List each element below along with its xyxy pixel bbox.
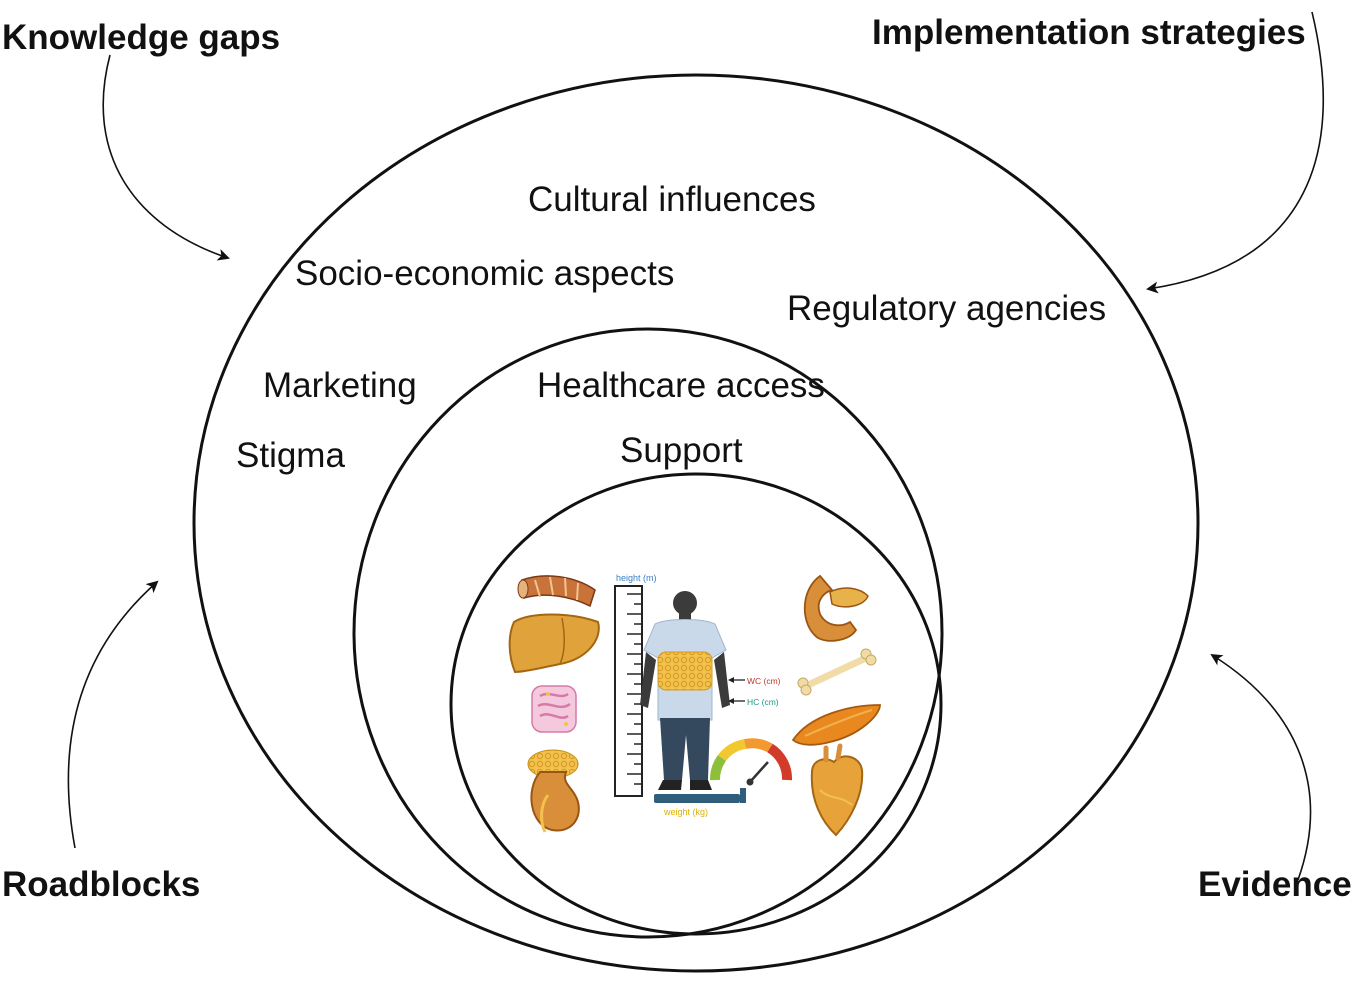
weight-label: weight (kg) (663, 807, 708, 817)
intestine-icon (531, 685, 577, 733)
arrow-implementation-strategies (1146, 11, 1325, 294)
muscle-icon (791, 704, 881, 746)
label-support: Support (620, 431, 743, 470)
person-silhouette (640, 591, 730, 790)
ruler-ticks (627, 593, 642, 785)
label-stigma: Stigma (236, 436, 345, 475)
bone-icon (797, 648, 877, 696)
hc-label: HC (cm) (747, 697, 779, 707)
label-cultural-influences: Cultural influences (528, 180, 816, 219)
height-label: height (m) (616, 573, 657, 583)
label-regulatory-agencies: Regulatory agencies (787, 289, 1107, 328)
kidney-icon (527, 749, 580, 833)
inner-ring (449, 472, 943, 936)
label-roadblocks: Roadblocks (2, 865, 201, 904)
outer-ring (192, 73, 1200, 973)
label-knowledge-gaps: Knowledge gaps (2, 18, 281, 57)
label-socio-economic-aspects: Socio-economic aspects (295, 254, 675, 293)
arrow-roadblocks (67, 580, 159, 849)
height-ruler (614, 585, 643, 797)
hc-pointer (728, 698, 745, 704)
arrow-knowledge-gaps (102, 54, 230, 261)
label-healthcare-access: Healthcare access (537, 366, 825, 405)
gauge-icon (710, 738, 792, 786)
heart-icon (810, 743, 864, 837)
label-evidence: Evidence (1198, 865, 1352, 904)
label-implementation-strategies: Implementation strategies (872, 13, 1306, 52)
wc-pointer (728, 677, 745, 683)
wc-label: WC (cm) (747, 676, 781, 686)
liver-icon (508, 613, 600, 674)
arrow-evidence (1210, 653, 1312, 881)
pancreas-icon (803, 574, 869, 642)
weight-scale (654, 788, 746, 803)
label-marketing: Marketing (263, 366, 417, 405)
blood-vessel-icon (517, 575, 596, 608)
middle-ring (352, 327, 944, 939)
